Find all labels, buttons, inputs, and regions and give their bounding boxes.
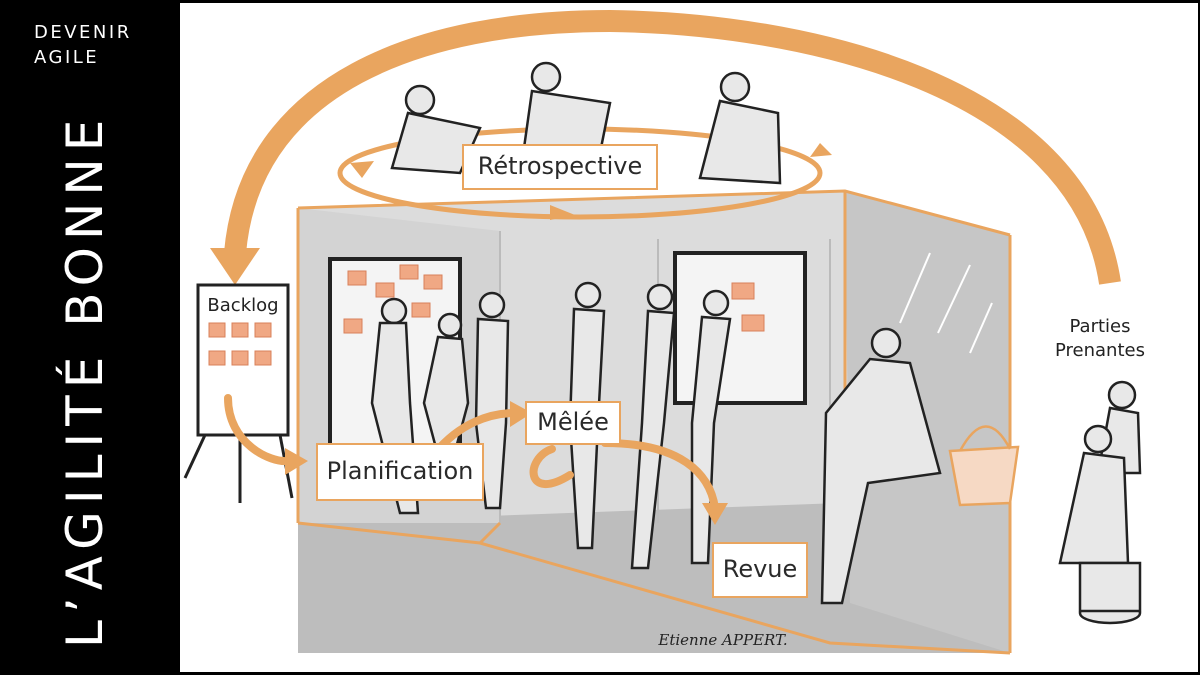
eyebrow-line-2: AGILE bbox=[34, 47, 100, 68]
room-right-wall bbox=[845, 191, 1010, 653]
vertical-title: L’AGILITÉ BONNE bbox=[56, 112, 114, 648]
sidebar-eyebrow: DEVENIR AGILE bbox=[34, 20, 132, 70]
illustration-canvas: Rétrospective Backlog Planification Mêlé… bbox=[180, 3, 1198, 672]
eyebrow-line-1: DEVENIR bbox=[34, 22, 132, 43]
stakeholders-line-1: Parties bbox=[1069, 316, 1131, 337]
arrowhead-to-planification bbox=[285, 448, 308, 475]
scrum-illustration bbox=[183, 9, 1142, 655]
melee-label: Mêlée bbox=[525, 401, 621, 445]
artist-signature: Etienne APPERT. bbox=[658, 631, 788, 649]
basket bbox=[948, 425, 1020, 507]
stakeholders-line-2: Prenantes bbox=[1055, 340, 1145, 361]
sticky-notes bbox=[343, 264, 765, 334]
stakeholder-loop-arrow bbox=[224, 9, 1121, 285]
planification-label: Planification bbox=[316, 443, 484, 501]
sidebar: DEVENIR AGILE L’AGILITÉ BONNE bbox=[0, 0, 178, 675]
right-whiteboard bbox=[673, 251, 807, 405]
revue-label: Revue bbox=[712, 542, 808, 598]
stakeholder-loop-arrowhead bbox=[210, 248, 260, 285]
stakeholders-label: Parties Prenantes bbox=[1046, 315, 1154, 363]
retrospective-label: Rétrospective bbox=[462, 144, 658, 190]
backlog-easel bbox=[183, 283, 294, 503]
backlog-cards bbox=[208, 322, 272, 366]
window-reflections bbox=[899, 252, 993, 354]
room-frame bbox=[296, 189, 1012, 655]
arrowhead-to-melee bbox=[510, 401, 532, 427]
backlog-label: Backlog bbox=[207, 295, 279, 316]
arrowhead-to-revue bbox=[702, 503, 728, 525]
